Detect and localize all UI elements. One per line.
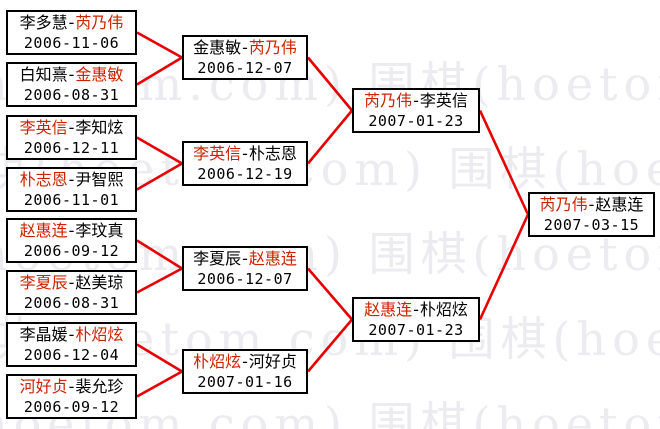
- separator: -: [68, 376, 75, 396]
- player-name: 李英信: [419, 90, 468, 110]
- match-date: 2007-03-15: [543, 215, 640, 234]
- player-name: 金惠敏: [193, 37, 242, 57]
- round1-match-3: 李英信-李知炫 2006-12-11: [6, 115, 137, 160]
- match-players: 李夏辰-赵美琼: [20, 273, 124, 293]
- match-players: 赵惠连-朴炤炫: [364, 300, 468, 320]
- round2-match-1: 金惠敏-芮乃伟 2006-12-07: [182, 35, 308, 80]
- player-name: 李夏辰: [19, 272, 68, 292]
- match-date: 2006-08-31: [23, 85, 120, 104]
- separator: -: [413, 299, 419, 319]
- match-players: 李英信-李知炫: [20, 118, 124, 138]
- player-name: 芮乃伟: [248, 37, 297, 57]
- player-name: 芮乃伟: [364, 90, 413, 110]
- player-name: 朴志恩: [19, 169, 68, 189]
- match-players: 李多慧-芮乃伟: [20, 13, 124, 33]
- match-date: 2006-12-19: [197, 164, 293, 183]
- round2-match-3: 李夏辰-赵惠连 2006-12-07: [182, 246, 308, 291]
- player-name: 赵惠连: [19, 220, 68, 240]
- player-name: 裴允珍: [75, 376, 124, 396]
- round1-match-4: 朴志恩-尹智熙 2006-11-01: [6, 167, 137, 212]
- match-players: 金惠敏-芮乃伟: [193, 38, 297, 58]
- match-players: 芮乃伟-李英信: [364, 91, 468, 111]
- match-players: 芮乃伟-赵惠连: [540, 195, 644, 215]
- round1-match-5: 赵惠连-李玟真 2006-09-12: [6, 218, 137, 263]
- match-players: 李晶媛-朴炤炫: [20, 325, 124, 345]
- separator: -: [588, 194, 595, 214]
- match-date: 2006-12-07: [197, 269, 293, 288]
- match-players: 朴志恩-尹智熙: [20, 170, 124, 190]
- player-name: 李英信: [19, 117, 68, 137]
- separator: -: [68, 117, 75, 137]
- match-date: 2006-11-06: [23, 33, 120, 52]
- player-name: 李晶媛: [19, 324, 68, 344]
- separator: -: [68, 169, 75, 189]
- semifinal-match-2: 赵惠连-朴炤炫 2007-01-23: [352, 297, 480, 342]
- player-name: 河好贞: [19, 376, 68, 396]
- match-date: 2006-12-11: [23, 138, 120, 157]
- match-players: 李英信-朴志恩: [193, 144, 297, 164]
- player-name: 白知熹: [19, 64, 68, 84]
- player-name: 赵惠连: [595, 194, 644, 214]
- match-date: 2006-12-07: [197, 58, 293, 77]
- match-players: 朴炤炫-河好贞: [193, 352, 297, 372]
- match-date: 2007-01-23: [368, 320, 464, 339]
- separator: -: [413, 90, 419, 110]
- player-name: 金惠敏: [75, 64, 124, 84]
- match-date: 2006-12-04: [23, 345, 120, 364]
- round2-match-2: 李英信-朴志恩 2006-12-19: [182, 141, 308, 186]
- separator: -: [68, 272, 75, 292]
- separator: -: [242, 248, 248, 268]
- separator: -: [242, 143, 248, 163]
- player-name: 芮乃伟: [75, 12, 124, 32]
- match-players: 李夏辰-赵惠连: [193, 249, 297, 269]
- round1-match-1: 李多慧-芮乃伟 2006-11-06: [6, 10, 137, 55]
- player-name: 李知炫: [75, 117, 124, 137]
- match-date: 2006-11-01: [23, 190, 120, 209]
- match-date: 2006-09-12: [23, 241, 120, 260]
- separator: -: [242, 37, 248, 57]
- player-name: 朴炤炫: [419, 299, 468, 319]
- player-name: 朴炤炫: [75, 324, 124, 344]
- separator: -: [242, 351, 248, 371]
- match-date: 2006-09-12: [23, 397, 120, 416]
- player-name: 朴志恩: [248, 143, 297, 163]
- final-match: 芮乃伟-赵惠连 2007-03-15: [528, 192, 655, 237]
- round1-match-6: 李夏辰-赵美琼 2006-08-31: [6, 270, 137, 315]
- player-name: 河好贞: [248, 351, 297, 371]
- separator: -: [68, 64, 75, 84]
- player-name: 芮乃伟: [539, 194, 588, 214]
- round1-match-2: 白知熹-金惠敏 2006-08-31: [6, 62, 137, 107]
- player-name: 赵美琼: [75, 272, 124, 292]
- player-name: 李夏辰: [193, 248, 242, 268]
- player-name: 李英信: [193, 143, 242, 163]
- player-name: 李多慧: [19, 12, 68, 32]
- player-name: 赵惠连: [364, 299, 413, 319]
- match-players: 白知熹-金惠敏: [20, 65, 124, 85]
- player-name: 尹智熙: [75, 169, 124, 189]
- round1-match-8: 河好贞-裴允珍 2006-09-12: [6, 374, 137, 419]
- player-name: 赵惠连: [248, 248, 297, 268]
- round1-match-7: 李晶媛-朴炤炫 2006-12-04: [6, 322, 137, 367]
- match-date: 2007-01-23: [368, 111, 464, 130]
- player-name: 朴炤炫: [193, 351, 242, 371]
- match-date: 2007-01-16: [197, 372, 293, 391]
- match-players: 河好贞-裴允珍: [20, 377, 124, 397]
- separator: -: [68, 12, 75, 32]
- player-name: 李玟真: [75, 220, 124, 240]
- match-players: 赵惠连-李玟真: [20, 221, 124, 241]
- semifinal-match-1: 芮乃伟-李英信 2007-01-23: [352, 88, 480, 133]
- separator: -: [68, 324, 75, 344]
- separator: -: [68, 220, 75, 240]
- round2-match-4: 朴炤炫-河好贞 2007-01-16: [182, 349, 308, 394]
- match-date: 2006-08-31: [23, 293, 120, 312]
